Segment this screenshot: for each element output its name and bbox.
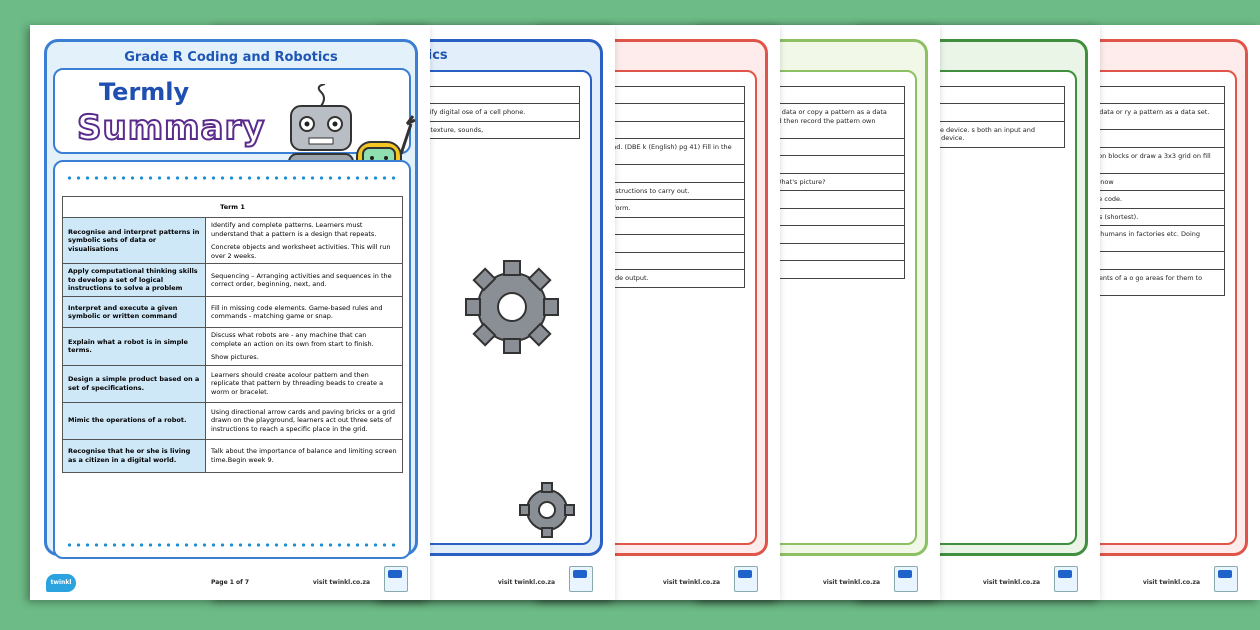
objective-cell: Mimic the operations of a robot. (62, 401, 206, 440)
objective-cell: Explain what a robot is in simple terms. (62, 327, 206, 366)
table-row: Explain what a robot is in simple terms.… (62, 327, 403, 366)
table-row: Interpret and execute a given symbolic o… (62, 296, 403, 328)
footer-badge-icon (569, 566, 593, 592)
worksheet-page-1: Grade R Coding and Robotics Termly Summa… (30, 25, 430, 600)
twinkl-logo: twinkl (46, 574, 76, 592)
content-text: Show pictures. (211, 353, 259, 361)
objective-cell: Apply computational thinking skills to d… (62, 263, 206, 297)
term-summary-table: Term 1 Recognise and interpret patterns … (62, 196, 403, 473)
page-title: Grade R Coding and Robotics (124, 50, 338, 65)
content-text: Identify and complete patterns. Learners… (211, 221, 377, 238)
page-frame: Grade R Coding and Robotics Termly Summa… (44, 39, 418, 559)
content-text: Concrete objects and worksheet activitie… (211, 243, 391, 260)
dotted-divider (65, 176, 399, 180)
footer-badge-icon (1054, 566, 1078, 592)
objective-cell: Recognise that he or she is living as a … (62, 438, 206, 473)
content-cell: Using directional arrow cards and paving… (205, 401, 403, 440)
content-cell: Discuss what robots are - any machine th… (205, 327, 403, 366)
page-number: Page 1 of 7 (211, 579, 249, 586)
content-text: Talk about the importance of balance and… (211, 447, 397, 464)
table-header-row: Term 1 (62, 196, 403, 218)
footer-url: visit twinkl.co.za (1142, 579, 1200, 586)
footer-url: visit twinkl.co.za (312, 579, 370, 586)
footer-url: visit twinkl.co.za (497, 579, 555, 586)
content-text: Learners should create acolour pattern a… (211, 370, 384, 396)
dotted-divider (65, 543, 399, 547)
content-cell: Identify and complete patterns. Learners… (205, 217, 403, 264)
footer-url: visit twinkl.co.za (662, 579, 720, 586)
footer-url: visit twinkl.co.za (982, 579, 1040, 586)
content-text: Using directional arrow cards and paving… (211, 407, 395, 433)
objective-cell: Interpret and execute a given symbolic o… (62, 296, 206, 328)
content-cell: Sequencing – Arranging activities and se… (205, 263, 403, 297)
footer-url: visit twinkl.co.za (822, 579, 880, 586)
heading-termly: Termly (99, 78, 190, 106)
content-text: Sequencing – Arranging activities and se… (211, 271, 392, 289)
content-cell: Talk about the importance of balance and… (205, 438, 403, 473)
content-cell: Learners should create acolour pattern a… (205, 364, 403, 403)
objective-cell: Recognise and interpret patterns in symb… (62, 217, 206, 264)
term-header: Term 1 (62, 196, 403, 218)
footer-badge-icon (1214, 566, 1238, 592)
table-row: Apply computational thinking skills to d… (62, 263, 403, 297)
footer-badge-icon (734, 566, 758, 592)
table-row: Recognise and interpret patterns in symb… (62, 217, 403, 264)
summary-table-box: Term 1 Recognise and interpret patterns … (53, 160, 411, 559)
footer-badge-icon (894, 566, 918, 592)
table-row: Recognise that he or she is living as a … (62, 438, 403, 473)
footer-badge-icon (384, 566, 408, 592)
table-row: Design a simple product based on a set o… (62, 364, 403, 403)
content-text: Discuss what robots are - any machine th… (211, 331, 374, 348)
content-text: Fill in missing code elements. Game-base… (211, 303, 383, 321)
heading-summary: Summary (76, 107, 266, 149)
content-cell: Fill in missing code elements. Game-base… (205, 296, 403, 328)
table-row: Mimic the operations of a robot.Using di… (62, 401, 403, 440)
objective-cell: Design a simple product based on a set o… (62, 364, 206, 403)
